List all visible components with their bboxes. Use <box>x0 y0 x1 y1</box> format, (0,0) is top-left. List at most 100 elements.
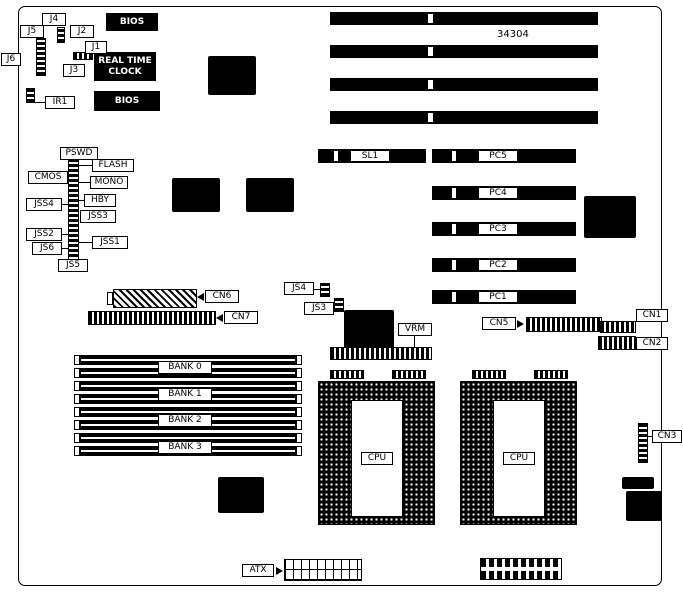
leader-line <box>62 248 68 249</box>
cn2-connector <box>598 336 636 350</box>
jumper-label-jss3: JSS3 <box>80 210 116 223</box>
cpu-socket-1-window <box>351 400 403 517</box>
cn6-connector <box>113 289 197 308</box>
jumper-label-mono: MONO <box>90 176 128 189</box>
slot-key-gap <box>428 14 433 23</box>
jumper-label-cmos: CMOS <box>28 171 68 184</box>
jumper-label-j5: J5 <box>20 25 44 38</box>
connector-label-cn7: CN7 <box>224 311 258 324</box>
slot-label-pc1: PC1 <box>478 291 518 303</box>
jumper-block <box>36 38 46 76</box>
leader-line <box>79 242 92 243</box>
simm-clip <box>74 394 80 404</box>
isa-slot-4 <box>330 111 598 124</box>
leader-line <box>35 102 45 103</box>
jumper-label-j1: J1 <box>85 41 107 54</box>
connector-label-cn5: CN5 <box>482 317 516 330</box>
cn6-arrow-icon <box>197 293 204 301</box>
slot-label-pc4: PC4 <box>478 187 518 199</box>
simm-clip <box>74 407 80 417</box>
leader-line <box>62 204 68 205</box>
rtc-chip: REAL TIME CLOCK <box>94 52 156 81</box>
leader-line <box>62 234 68 235</box>
slot-label-pc3: PC3 <box>478 223 518 235</box>
cn5-arrow-icon <box>517 320 524 328</box>
jumper-label-js4: JS4 <box>284 282 314 295</box>
jumper-pin-strip <box>68 150 79 268</box>
slot-key-gap <box>452 224 456 234</box>
leader-line <box>414 336 415 348</box>
ic-chip <box>172 178 220 212</box>
rtc-label-line1: REAL TIME <box>98 55 152 66</box>
jumper-label-j3: J3 <box>63 64 85 77</box>
simm-clip <box>296 394 302 404</box>
memory-bank-label-1: BANK 1 <box>158 388 212 401</box>
jumper-block-js4 <box>320 283 330 297</box>
jumper-label-jss4: JSS4 <box>26 198 62 211</box>
ic-chip <box>584 196 636 238</box>
jumper-label-j2: J2 <box>70 25 94 38</box>
isa-slot-2 <box>330 45 598 58</box>
leader-line <box>79 182 90 183</box>
jumper-block-ir1 <box>26 88 35 103</box>
jumper-block <box>57 27 65 43</box>
slot-key-gap <box>452 151 456 161</box>
jumper-block <box>73 52 93 60</box>
simm-clip <box>296 420 302 430</box>
cpu-label-2: CPU <box>503 452 535 465</box>
jumper-label-pswd: PSWD <box>60 147 98 160</box>
simm-clip <box>296 381 302 391</box>
slot-label-sl1: SL1 <box>350 150 390 162</box>
jumper-label-js6: JS6 <box>32 242 62 255</box>
jumper-label-jss2: JSS2 <box>26 228 62 241</box>
bios-bottom-label: BIOS <box>114 95 140 106</box>
isa-slot-3 <box>330 78 598 91</box>
slot-key-gap <box>428 113 433 122</box>
ic-chip <box>218 477 264 513</box>
memory-bank-label-3: BANK 3 <box>158 441 212 454</box>
memory-bank-label-2: BANK 2 <box>158 414 212 427</box>
simm-clip <box>74 446 80 456</box>
slot-key-gap <box>334 151 338 161</box>
jumper-label-js3: JS3 <box>304 302 334 315</box>
simm-clip <box>296 433 302 443</box>
cpu-header <box>534 370 568 379</box>
simm-clip <box>296 407 302 417</box>
cpu-header <box>472 370 506 379</box>
connector-label-vrm: VRM <box>398 323 432 336</box>
rtc-label-line2: CLOCK <box>108 66 142 77</box>
cn5-connector <box>526 317 602 332</box>
leader-line <box>314 289 320 290</box>
isa-slot-1 <box>330 12 598 25</box>
cn7-connector <box>88 311 216 325</box>
cpu-header <box>330 370 364 379</box>
atx-arrow-icon <box>276 567 283 575</box>
simm-clip <box>296 368 302 378</box>
jumper-label-j4: J4 <box>42 13 66 26</box>
jumper-label-hby: HBY <box>84 194 116 207</box>
slot-key-gap <box>452 188 456 198</box>
slot-key-gap <box>428 47 433 56</box>
slot-key-gap <box>452 260 456 270</box>
slot-key-gap <box>428 80 433 89</box>
memory-bank-label-0: BANK 0 <box>158 361 212 374</box>
leader-line <box>79 165 92 166</box>
simm-clip <box>296 355 302 365</box>
connector-label-cn3: CN3 <box>652 430 682 443</box>
ic-chip <box>208 56 256 95</box>
connector-label-cn6: CN6 <box>205 290 239 303</box>
motherboard-outline <box>18 6 662 586</box>
bios-top-label: BIOS <box>119 16 145 27</box>
simm-clip <box>296 446 302 456</box>
part-number: 34304 <box>497 29 529 40</box>
ic-chip <box>344 310 394 348</box>
slot-key-gap <box>452 292 456 302</box>
leader-line <box>648 436 652 437</box>
vrm-connector <box>330 347 432 360</box>
simm-clip <box>74 433 80 443</box>
ic-chip <box>246 178 294 212</box>
cpu-label-1: CPU <box>361 452 393 465</box>
jumper-block-js3 <box>334 298 344 312</box>
keyboard-connector <box>622 477 654 489</box>
simm-clip <box>74 355 80 365</box>
